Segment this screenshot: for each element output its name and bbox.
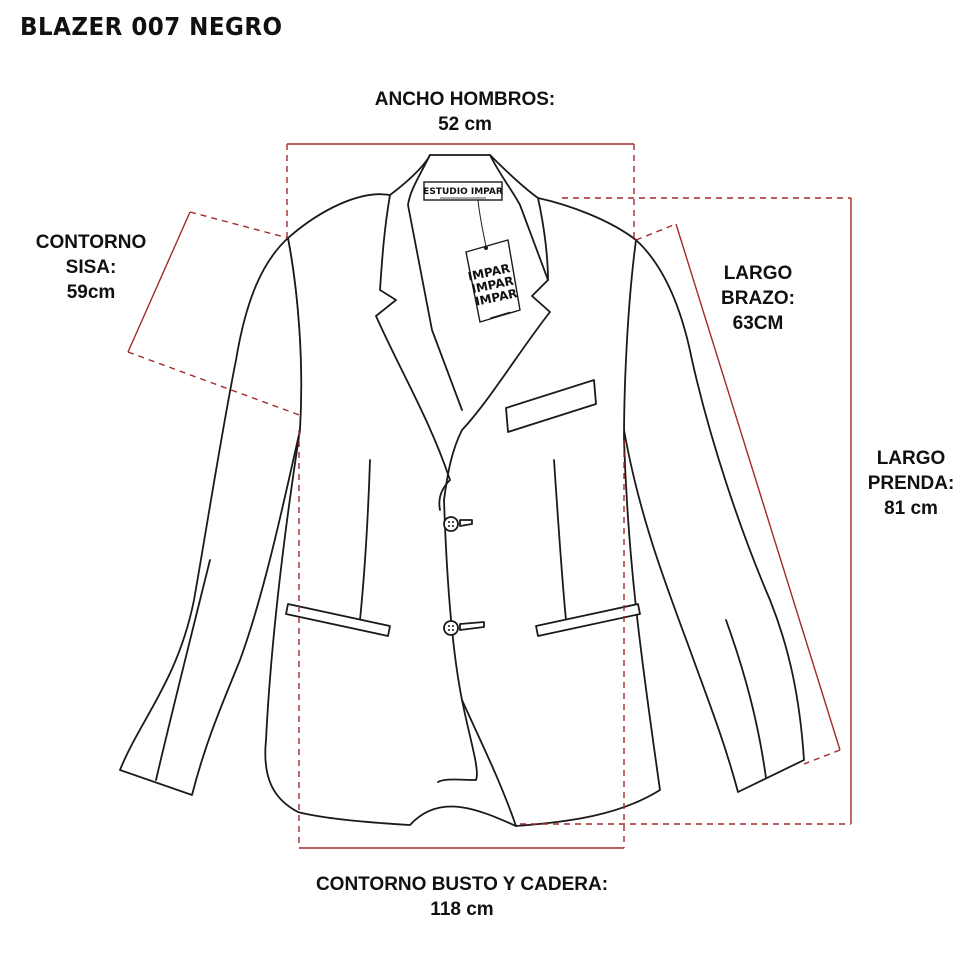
bust-hip-title: CONTORNO BUSTO Y CADERA: — [315, 874, 609, 895]
jacket-body — [264, 154, 661, 827]
shoulder-width-value: 52 cm — [438, 114, 492, 135]
left-hip-pocket — [285, 603, 391, 637]
jacket-outline — [119, 154, 805, 827]
brand-label: ESTUDIO IMPAR — [423, 181, 503, 201]
sleeve-length-title-1: LARGO — [723, 263, 793, 284]
armhole-title-2: SISA: — [65, 257, 117, 278]
garment-length-title-1: LARGO — [876, 448, 946, 469]
button-top — [443, 516, 459, 532]
sleeve-length-label: LARGO BRAZO: 63CM — [690, 261, 826, 336]
button-bottom — [443, 620, 459, 636]
page-title: BLAZER 007 NEGRO — [20, 12, 283, 41]
brand-label-text: ESTUDIO IMPAR — [423, 187, 503, 197]
right-hip-pocket — [535, 603, 641, 637]
right-lapel — [443, 197, 551, 501]
left-lapel — [375, 194, 451, 511]
garment-length-title-2: PRENDA: — [867, 473, 955, 494]
bust-hip-label: CONTORNO BUSTO Y CADERA: 118 cm — [262, 872, 662, 922]
armhole-line-top — [189, 211, 289, 239]
sleeve-length-line — [675, 223, 841, 751]
armhole-label: CONTORNO SISA: 59cm — [16, 230, 166, 305]
armhole-title-1: CONTORNO — [35, 232, 147, 253]
sleeve-length-title-2: BRAZO: — [721, 288, 795, 309]
armhole-value: 59cm — [66, 282, 116, 303]
garment-length-label: LARGO PRENDA: 81 cm — [856, 446, 966, 521]
measurement-guides — [127, 143, 852, 849]
hang-tag: IMPAR IMPAR IMPAR — [465, 199, 521, 323]
bust-hip-value: 118 cm — [430, 899, 494, 920]
shoulder-width-title: ANCHO HOMBROS: — [374, 89, 556, 110]
shoulder-width-label: ANCHO HOMBROS: 52 cm — [330, 87, 600, 137]
chest-pocket — [505, 379, 597, 433]
sleeve-length-value: 63CM — [732, 313, 784, 334]
armhole-line — [127, 211, 191, 353]
garment-length-value: 81 cm — [884, 498, 938, 519]
